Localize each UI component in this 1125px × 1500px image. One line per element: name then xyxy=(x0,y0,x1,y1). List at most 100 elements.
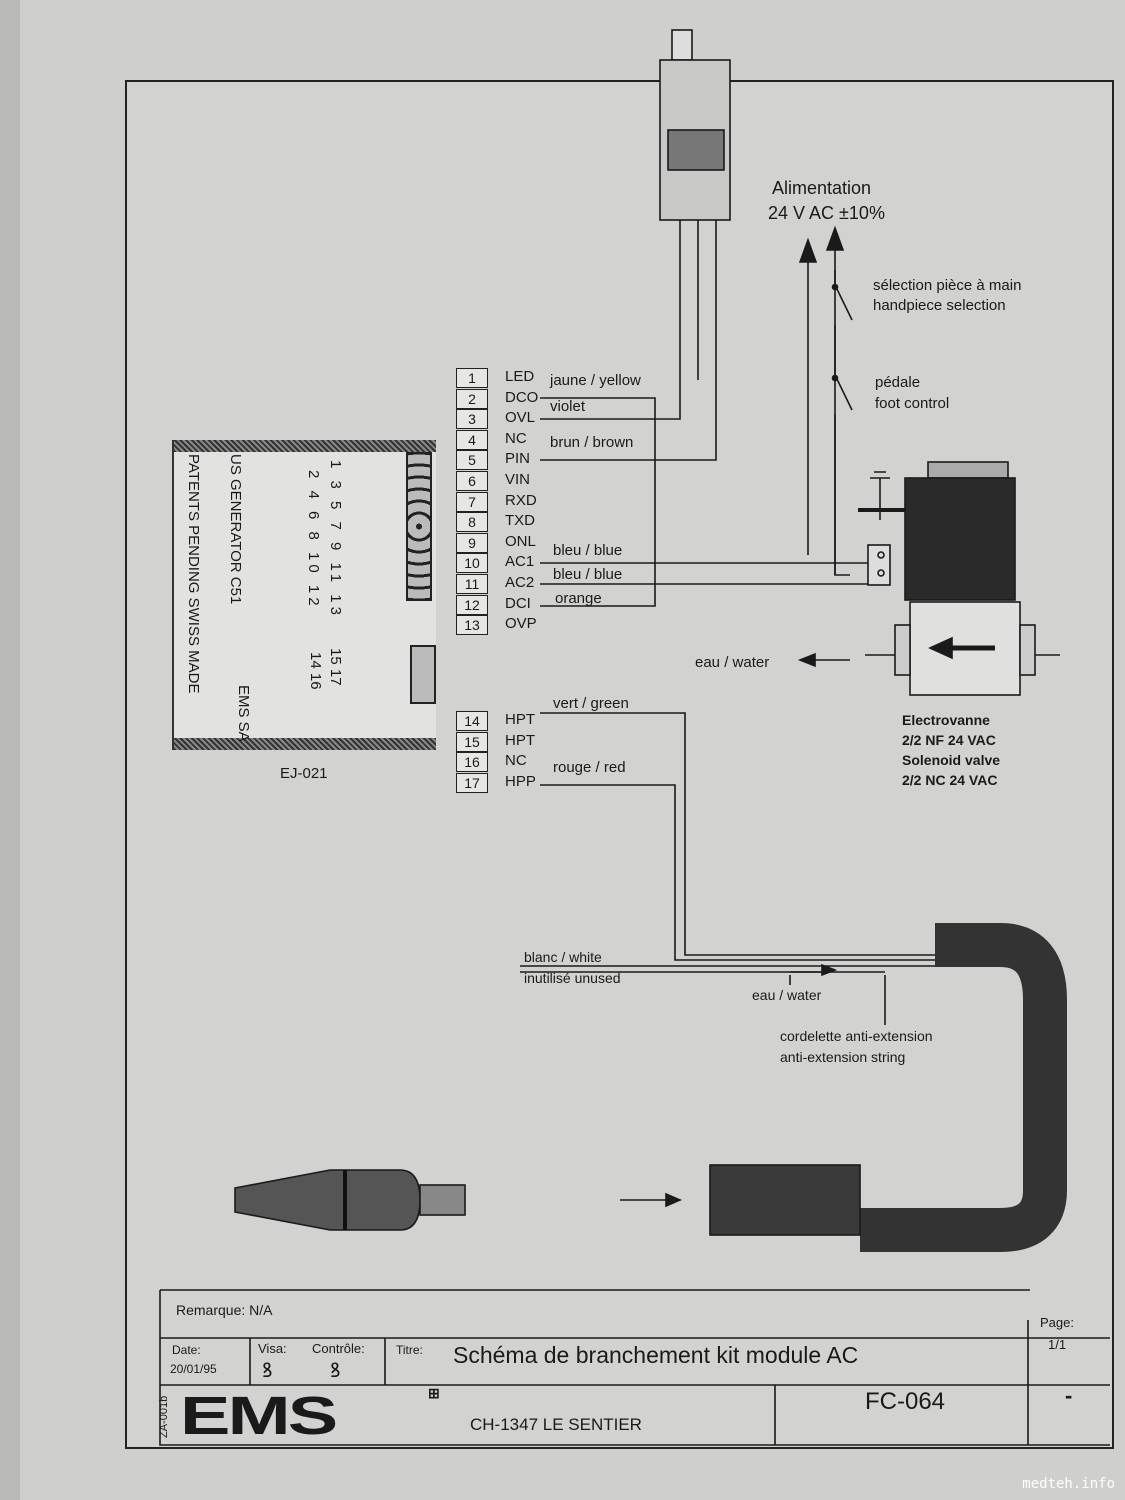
wire-label-green: vert / green xyxy=(553,695,629,712)
handpiece-cable xyxy=(860,923,1067,1252)
switch-handpiece-fr: sélection pièce à main xyxy=(873,277,1022,294)
title-block-grid xyxy=(159,1289,1110,1446)
connect-arrow-icon xyxy=(665,1192,683,1208)
board-ref: EJ-021 xyxy=(280,765,328,782)
drawing-title: Schéma de branchement kit module AC xyxy=(453,1342,859,1368)
solenoid-coil xyxy=(904,477,1016,601)
wire-label-orange: orange xyxy=(555,590,602,607)
generator-board: US GENERATOR C51 PATENTS PENDING SWISS M… xyxy=(172,440,436,750)
pin-signal-label: PIN xyxy=(505,450,531,468)
board-pins-odd: 1 3 5 7 9 11 13 xyxy=(327,460,344,619)
board-header-hp xyxy=(410,645,436,704)
watermark: medteh.info xyxy=(1022,1476,1115,1492)
wire-yellow-orange xyxy=(540,397,656,607)
sensor-leads xyxy=(679,220,717,440)
board-header-main xyxy=(406,452,432,601)
power-lines xyxy=(807,235,836,575)
valve-label-en2: 2/2 NC 24 VAC xyxy=(902,772,998,788)
ems-logo-cross-icon: ⊞ xyxy=(428,1385,440,1401)
pin-number: 9 xyxy=(456,532,488,553)
switch-pedal-fr: pédale xyxy=(875,374,921,391)
valve-port-right xyxy=(1019,624,1036,676)
pin-signal-label: RXD xyxy=(505,491,537,509)
ems-logo: EMS xyxy=(180,1386,338,1446)
wire-label-violet: violet xyxy=(550,398,586,415)
form-ref: ZA-001b xyxy=(158,1395,170,1438)
switch-contact xyxy=(831,374,839,382)
pin-number: 17 xyxy=(456,772,488,793)
cable-water-label: eau / water xyxy=(752,987,822,1003)
valve-label-en1: Solenoid valve xyxy=(902,752,1001,768)
pin-number: 2 xyxy=(456,388,488,409)
cable-connector xyxy=(709,1164,861,1236)
valve-coil-top xyxy=(927,461,1009,479)
pin-signal-label: NC xyxy=(505,752,527,770)
valve-label-fr1: Electrovanne xyxy=(902,712,990,728)
pin-number: 6 xyxy=(456,471,488,491)
handpiece xyxy=(234,1169,421,1231)
switch-handpiece-en: handpiece selection xyxy=(873,297,1006,314)
valve-terminal-block xyxy=(867,544,891,586)
wire-label-red: rouge / red xyxy=(553,759,626,776)
switch-contact xyxy=(831,283,839,291)
pin-number: 15 xyxy=(456,731,488,752)
valve-water-label: eau / water xyxy=(695,654,770,671)
remark: Remarque: N/A xyxy=(176,1302,273,1318)
wire-label-unused: inutilisé unused xyxy=(524,970,621,986)
board-pins-even: 2 4 6 8 10 12 xyxy=(305,470,322,610)
control-label: Contrôle: xyxy=(312,1341,365,1356)
pin-signal-label: OVL xyxy=(505,409,536,427)
flow-arrow-icon xyxy=(928,636,953,660)
pin-signal-label: HPT xyxy=(505,731,535,749)
ground-icon xyxy=(870,471,890,520)
page-label: Page: xyxy=(1040,1315,1074,1330)
valve-port-left xyxy=(894,624,911,676)
handpiece-plug xyxy=(419,1184,466,1216)
pin-signal-label: DCI xyxy=(505,594,531,612)
wire-label-white: blanc / white xyxy=(524,949,602,965)
pin-signal-label: AC1 xyxy=(505,553,535,571)
pin-number: 3 xyxy=(456,409,488,430)
pin-number: 13 xyxy=(456,615,488,636)
board-edge-bottom xyxy=(174,738,436,750)
wire-label-blue-2: bleu / blue xyxy=(553,566,623,583)
switch-pedal-en: foot control xyxy=(875,395,950,412)
water-out-arrow-icon xyxy=(797,652,816,668)
pin-signal-label: VIN xyxy=(505,471,531,488)
pin-signal-label: NC xyxy=(505,429,527,447)
wire-green xyxy=(540,712,935,956)
board-pins-hp-odd: 15 17 xyxy=(327,648,344,686)
pin-signal-label: ONL xyxy=(505,532,536,550)
power-title: Alimentation xyxy=(772,178,872,198)
valve-label-fr2: 2/2 NF 24 VAC xyxy=(902,732,996,748)
board-edge-top xyxy=(174,440,436,452)
pin-signal-label: AC2 xyxy=(505,574,535,591)
page-value: 1/1 xyxy=(1048,1337,1067,1352)
water-in-arrow-icon xyxy=(821,963,838,977)
switch-symbols xyxy=(834,270,853,576)
wire-red xyxy=(540,784,935,961)
valve-terminal xyxy=(877,551,885,559)
sensor-screw xyxy=(671,29,693,61)
pin-signal-label: OVP xyxy=(505,615,537,633)
pin-number: 7 xyxy=(456,491,488,512)
board-text-patents: PATENTS PENDING SWISS MADE xyxy=(185,454,202,694)
pin-signal-label: HPP xyxy=(505,772,536,790)
valve-terminal xyxy=(877,569,885,577)
title-label: Titre: xyxy=(396,1343,423,1357)
visa-label: Visa: xyxy=(258,1341,287,1356)
pin-number: 11 xyxy=(456,574,488,594)
sensor-element xyxy=(667,129,725,171)
power-arrows-icon xyxy=(798,225,845,263)
pin-signal-label: LED xyxy=(505,368,535,385)
pin-signal-label: HPT xyxy=(505,711,535,728)
power-voltage: 24 V AC ±10% xyxy=(768,203,885,223)
string-label-en: anti-extension string xyxy=(780,1049,906,1065)
pin-number: 8 xyxy=(456,512,488,533)
control-signature: ꝸ xyxy=(330,1358,341,1382)
wire-violet xyxy=(540,410,681,420)
pin-number: 14 xyxy=(456,711,488,731)
pin-number: 1 xyxy=(456,368,488,388)
pin-number: 5 xyxy=(456,450,488,471)
